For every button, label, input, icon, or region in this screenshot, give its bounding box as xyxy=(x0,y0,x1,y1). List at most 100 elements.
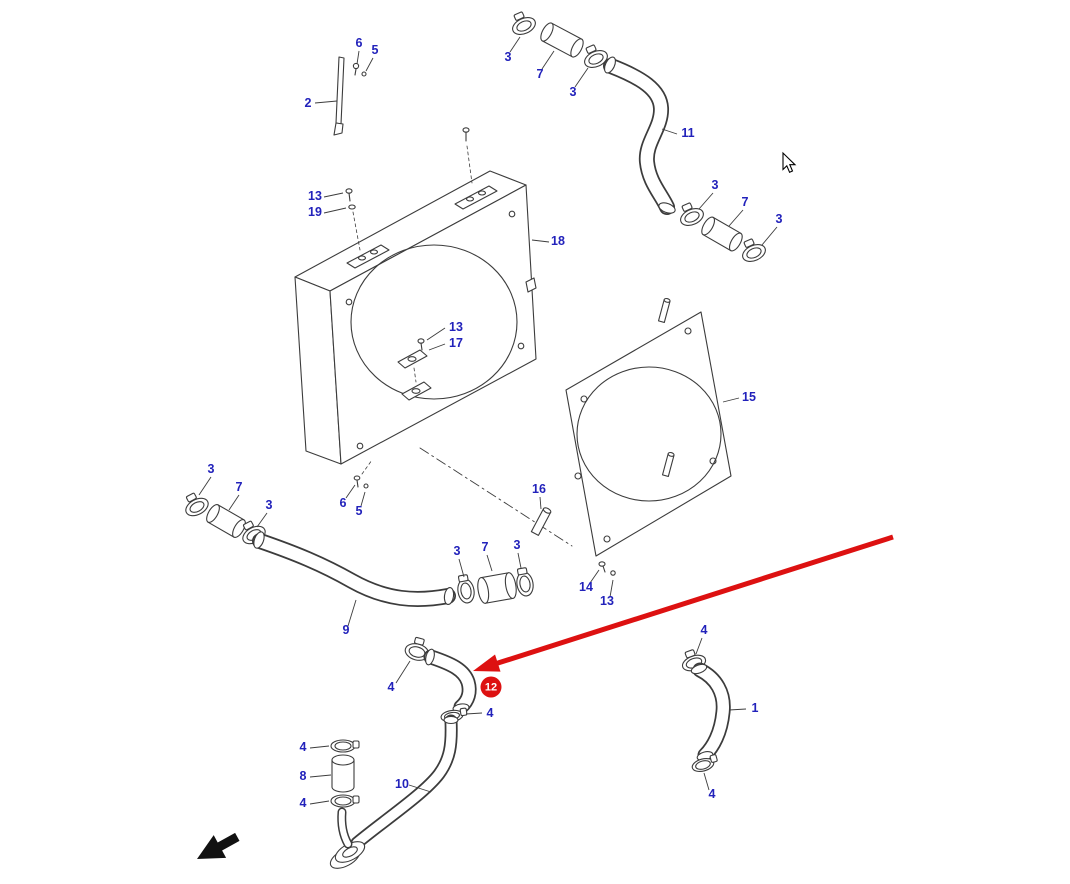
part-label-8[interactable]: 8 xyxy=(300,769,307,783)
hose-clamp-icon xyxy=(742,238,766,262)
centerline xyxy=(419,447,573,547)
hose-connector-icon xyxy=(331,754,355,793)
part-label-19[interactable]: 19 xyxy=(308,205,322,219)
part-label-3[interactable]: 3 xyxy=(776,212,783,226)
mouse-cursor-icon xyxy=(782,151,797,174)
part-label-4[interactable]: 4 xyxy=(300,796,307,810)
label-leader-line xyxy=(465,712,483,715)
part-label-7[interactable]: 7 xyxy=(236,480,243,494)
hose-connector-icon xyxy=(540,22,584,58)
part-label-2[interactable]: 2 xyxy=(305,96,312,110)
connector-7-group-middle-drawing xyxy=(457,567,534,604)
label-leader-line xyxy=(309,800,330,805)
part-16-pin-drawing xyxy=(530,507,552,536)
hose-connector-icon xyxy=(701,216,743,252)
label-leader-line xyxy=(365,57,374,72)
part-11-hose-group-drawing xyxy=(512,11,766,262)
part-label-4[interactable]: 4 xyxy=(388,680,395,694)
part-2-rod-drawing xyxy=(333,56,367,136)
label-leader-line xyxy=(574,67,589,88)
part-label-4[interactable]: 4 xyxy=(487,706,494,720)
part-10-pipe-drawing xyxy=(329,714,459,869)
label-leader-line xyxy=(661,128,678,135)
part-9-hose-group-drawing xyxy=(185,492,456,607)
part-label-4[interactable]: 4 xyxy=(300,740,307,754)
label-leader-line xyxy=(360,491,366,507)
label-leader-line xyxy=(698,192,714,210)
label-leader-line xyxy=(728,708,747,711)
part-label-9[interactable]: 9 xyxy=(343,623,350,637)
part-label-3[interactable]: 3 xyxy=(454,544,461,558)
hose-clamp-icon xyxy=(185,492,209,517)
label-leader-line xyxy=(539,496,542,510)
label-leader-line xyxy=(323,192,344,198)
label-leader-line xyxy=(517,552,522,569)
part-label-4[interactable]: 4 xyxy=(709,787,716,801)
label-leader-line xyxy=(347,599,357,627)
part-label-3[interactable]: 3 xyxy=(266,498,273,512)
label-leader-line xyxy=(589,569,600,584)
part-label-17[interactable]: 17 xyxy=(449,336,463,350)
label-leader-line xyxy=(309,774,332,778)
part-15-shroud-drawing xyxy=(565,297,732,557)
label-leader-line xyxy=(395,660,411,684)
part-8-sleeve-stack-drawing xyxy=(330,739,360,849)
label-leader-line xyxy=(703,772,710,791)
part-label-16[interactable]: 16 xyxy=(532,482,546,496)
part-label-13[interactable]: 13 xyxy=(449,320,463,334)
part-label-6[interactable]: 6 xyxy=(356,36,363,50)
part-label-3[interactable]: 3 xyxy=(514,538,521,552)
label-leader-line xyxy=(256,512,268,528)
hose-clamp-icon xyxy=(584,44,608,68)
label-leader-line xyxy=(486,554,493,572)
part-label-4[interactable]: 4 xyxy=(701,623,708,637)
highlighted-part-badge[interactable] xyxy=(480,676,502,698)
highlight-arrow-head xyxy=(473,654,501,672)
hose-clamp-icon xyxy=(691,754,718,773)
hose-clamp-icon xyxy=(516,567,534,597)
highlighted-part-number[interactable]: 12 xyxy=(485,682,497,694)
label-leader-line xyxy=(345,484,356,499)
part-label-13[interactable]: 13 xyxy=(600,594,614,608)
label-leader-line xyxy=(531,239,550,243)
part-label-1[interactable]: 1 xyxy=(752,701,759,715)
part-label-3[interactable]: 3 xyxy=(712,178,719,192)
label-leader-line xyxy=(609,579,614,598)
part-18-radiator-drawing xyxy=(294,127,537,489)
hose-clamp-icon xyxy=(512,11,536,35)
label-leader-line xyxy=(309,745,330,749)
label-leader-line xyxy=(728,209,744,227)
part-label-18[interactable]: 18 xyxy=(551,234,565,248)
part-1-hose-drawing xyxy=(681,649,731,773)
part-label-15[interactable]: 15 xyxy=(742,390,756,404)
label-leader-line xyxy=(356,50,360,65)
part-label-3[interactable]: 3 xyxy=(505,50,512,64)
label-leader-line xyxy=(541,50,555,70)
label-leader-line xyxy=(323,207,347,214)
part-label-14[interactable]: 14 xyxy=(579,580,593,594)
hose-clamp-icon xyxy=(330,739,360,753)
screws-14-13-drawing xyxy=(598,561,616,576)
part-label-5[interactable]: 5 xyxy=(356,504,363,518)
part-label-3[interactable]: 3 xyxy=(208,462,215,476)
part-label-11[interactable]: 11 xyxy=(681,126,694,140)
direction-arrow-icon xyxy=(197,832,240,859)
label-leader-line xyxy=(458,558,465,578)
part-label-5[interactable]: 5 xyxy=(372,43,379,57)
part-label-7[interactable]: 7 xyxy=(537,67,544,81)
part-label-7[interactable]: 7 xyxy=(482,540,489,554)
part-label-7[interactable]: 7 xyxy=(742,195,749,209)
part-label-13[interactable]: 13 xyxy=(308,189,322,203)
part-12-elbow-drawing xyxy=(404,636,477,723)
label-leader-line xyxy=(198,476,212,496)
part-label-3[interactable]: 3 xyxy=(570,85,577,99)
hose-clamp-icon xyxy=(457,574,475,604)
label-leader-line xyxy=(509,36,521,53)
hose-clamp-icon xyxy=(330,794,360,808)
part-label-10[interactable]: 10 xyxy=(395,777,409,791)
hose-connector-icon xyxy=(477,572,517,604)
label-leader-line xyxy=(426,327,446,341)
part-label-6[interactable]: 6 xyxy=(340,496,347,510)
